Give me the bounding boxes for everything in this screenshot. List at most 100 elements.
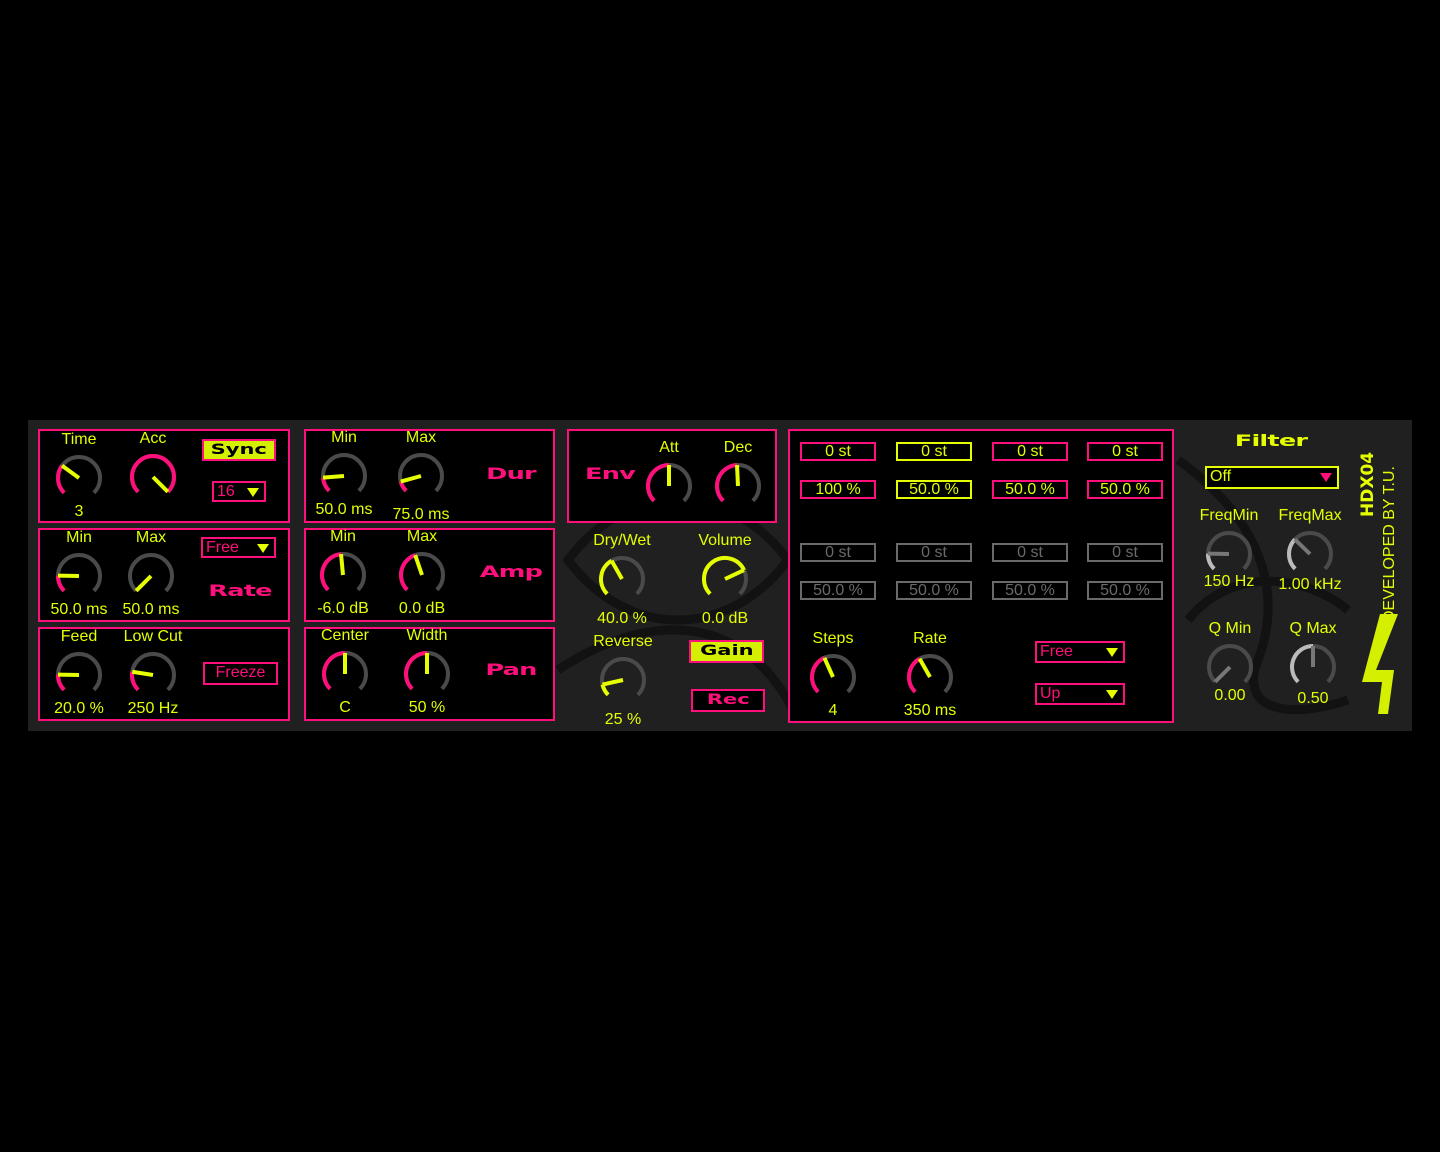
knob-track — [56, 652, 102, 692]
prob-step-3[interactable]: 50.0 % — [992, 480, 1068, 499]
division-dropdown[interactable]: 16 — [212, 481, 266, 502]
knob-dial[interactable] — [1288, 642, 1338, 692]
seq-direction-dropdown[interactable]: Up — [1035, 683, 1125, 705]
knob-level-arc — [907, 657, 921, 694]
chevron-down-icon — [1320, 473, 1332, 482]
knob-dial[interactable] — [597, 554, 647, 604]
time-value: 3 — [74, 503, 84, 520]
knob-dial[interactable] — [54, 453, 104, 503]
feed-label: Feed — [60, 628, 98, 645]
prob-inactive-step-2[interactable]: 50.0 % — [896, 581, 972, 600]
brand-name: HDX04 — [1358, 451, 1378, 517]
knob-dial[interactable] — [1204, 529, 1254, 579]
pitch-step-1[interactable]: 0 st — [800, 442, 876, 461]
pitch-inactive-step-4[interactable]: 0 st — [1087, 543, 1163, 562]
seq-mode-dropdown[interactable]: Free — [1035, 641, 1125, 663]
rec-button-label: Rec — [706, 692, 750, 708]
gain-button[interactable]: Gain — [689, 640, 764, 663]
knob-dial[interactable] — [644, 461, 694, 511]
knob-dial[interactable] — [128, 650, 178, 700]
time-label: Time — [61, 431, 97, 448]
knob-dial[interactable] — [1205, 642, 1255, 692]
knob-dial[interactable] — [700, 554, 750, 604]
reverse-label: Reverse — [593, 633, 653, 650]
knob-level-arc — [404, 651, 428, 691]
prob-step-4[interactable]: 50.0 % — [1087, 480, 1163, 499]
knob-level-arc — [1290, 644, 1314, 684]
knob-dial[interactable] — [126, 551, 176, 601]
knob-dial[interactable] — [397, 550, 447, 600]
prob-inactive-step-4[interactable]: 50.0 % — [1087, 581, 1163, 600]
knob-dial[interactable] — [905, 652, 955, 702]
knob-dial[interactable] — [54, 650, 104, 700]
knob-level-arc — [399, 553, 416, 592]
knob-pointer — [609, 559, 624, 580]
knob-dial[interactable] — [396, 451, 446, 501]
env-title: Env — [585, 464, 636, 483]
pitch-inactive-step-2[interactable]: 0 st — [896, 543, 972, 562]
knob-level-arc — [56, 575, 66, 593]
amp-max-value: 0.0 dB — [398, 600, 446, 617]
sync-button[interactable]: Sync — [202, 439, 276, 461]
knob-track — [600, 657, 646, 697]
knob-dial[interactable] — [402, 649, 452, 699]
acc-knob[interactable]: Acc — [108, 430, 198, 526]
prob-step-2[interactable]: 50.0 % — [896, 480, 972, 499]
knob-dial[interactable] — [808, 652, 858, 702]
knob-dial[interactable] — [713, 461, 763, 511]
dec-knob[interactable]: Dec — [693, 439, 783, 535]
prob-inactive-step-1[interactable]: 50.0 % — [800, 581, 876, 600]
rate-max-label: Max — [135, 529, 167, 546]
knob-dial[interactable] — [319, 451, 369, 501]
knob-dial[interactable] — [1285, 529, 1335, 579]
filter-type-dropdown[interactable]: Off — [1205, 466, 1339, 489]
knob-level-arc — [1287, 537, 1297, 571]
knob-track — [56, 455, 102, 495]
att-knob[interactable]: Att — [624, 439, 714, 535]
pitch-inactive-step-1[interactable]: 0 st — [800, 543, 876, 562]
chevron-down-icon — [1106, 648, 1118, 657]
pitch-step-2[interactable]: 0 st — [896, 442, 972, 461]
knob-dial[interactable] — [54, 551, 104, 601]
prob-inactive-step-3[interactable]: 50.0 % — [992, 581, 1068, 600]
pitch-step-3[interactable]: 0 st — [992, 442, 1068, 461]
steps-label: Steps — [812, 630, 854, 647]
knob-dial[interactable] — [598, 655, 648, 705]
knob-dial[interactable] — [128, 452, 178, 502]
time-knob[interactable]: Time 3 — [34, 431, 124, 527]
knob-level-arc — [599, 559, 613, 596]
pitch-inactive-step-3[interactable]: 0 st — [992, 543, 1068, 562]
prob-step-1[interactable]: 100 % — [800, 480, 876, 499]
freeze-button[interactable]: Freeze — [203, 662, 278, 685]
rec-button[interactable]: Rec — [691, 689, 765, 712]
dur-max-value: 75.0 ms — [392, 506, 450, 523]
knob-level-arc — [1206, 553, 1216, 571]
knob-pointer — [1293, 537, 1312, 556]
pitch-step-4[interactable]: 0 st — [1087, 442, 1163, 461]
amp-min-knob[interactable]: Min-6.0 dB — [298, 528, 388, 624]
knob-dial[interactable] — [320, 649, 370, 699]
amp-title: Amp — [479, 562, 543, 581]
chevron-down-icon — [257, 544, 269, 553]
rate-mode-dropdown[interactable]: Free — [201, 537, 276, 558]
knob-dial[interactable] — [318, 550, 368, 600]
filter-type-value: Off — [1210, 468, 1232, 485]
